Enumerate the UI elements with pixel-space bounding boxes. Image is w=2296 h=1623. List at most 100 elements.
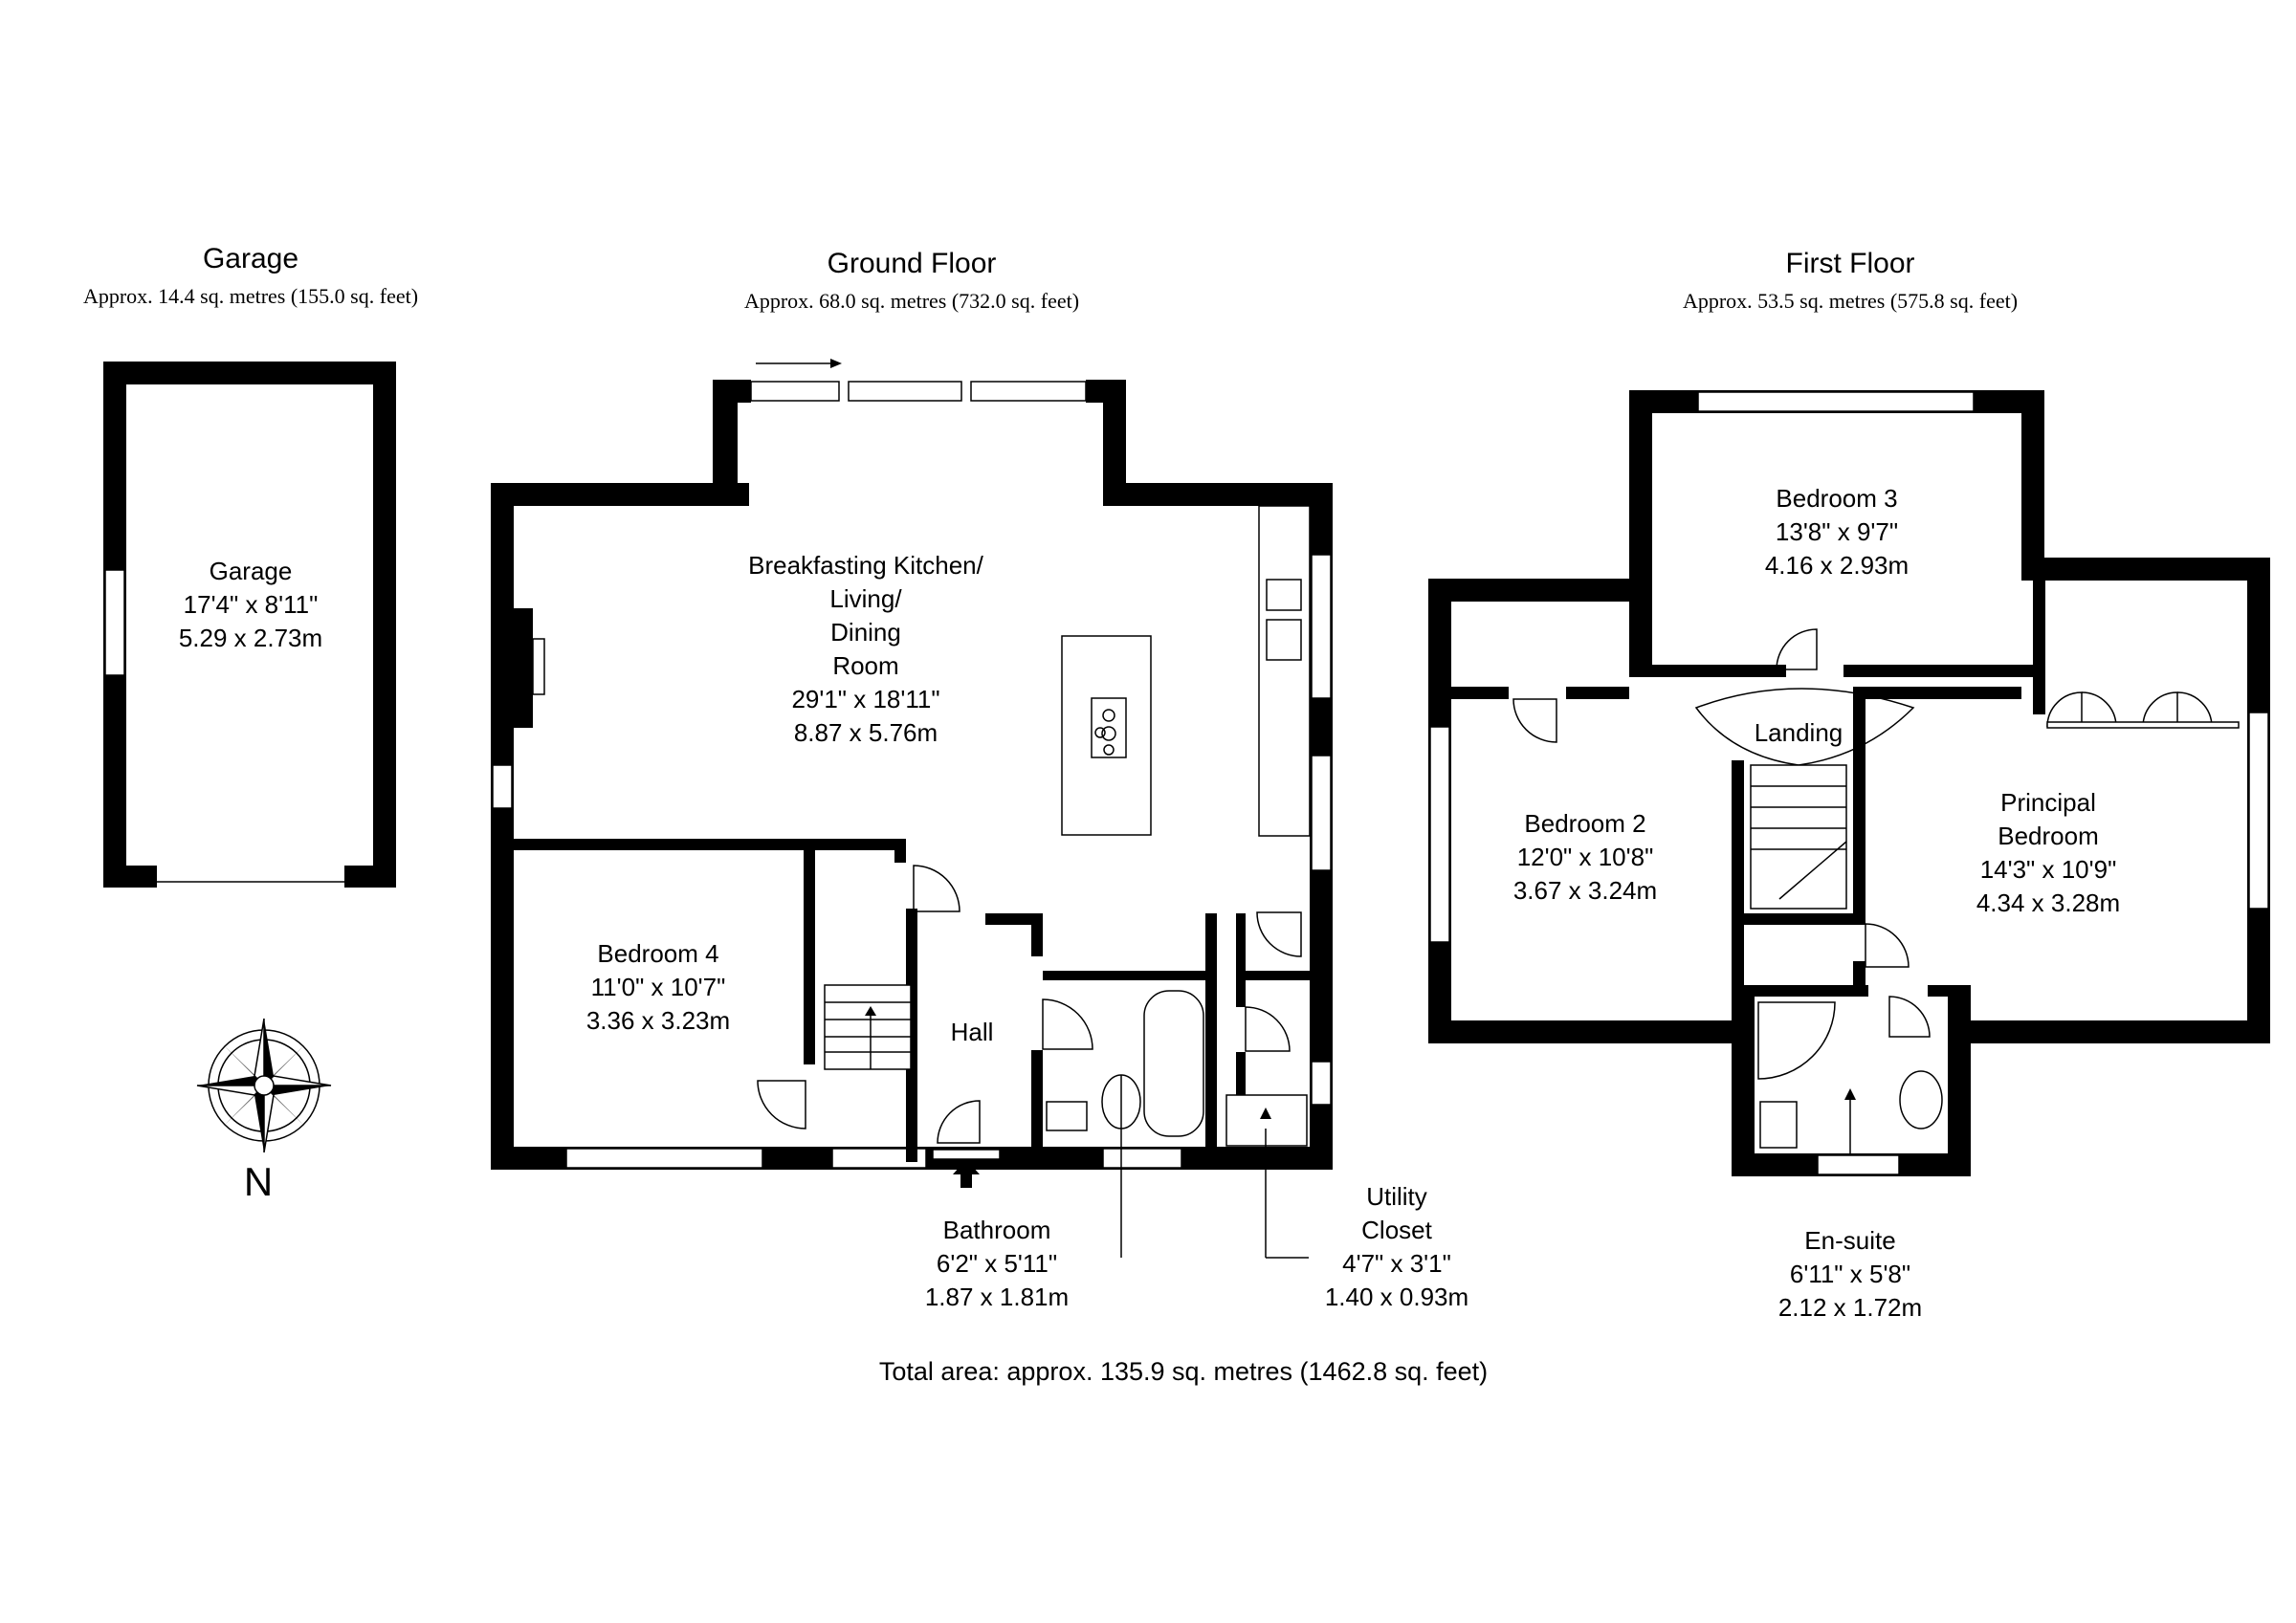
door: [1512, 698, 1557, 743]
bathtub-icon: [1143, 990, 1204, 1137]
first-floor-title: First Floor: [1786, 248, 1915, 279]
window: [1697, 391, 1975, 412]
landing-label: Landing: [1755, 718, 1843, 747]
ground-floor-plan: [491, 359, 1333, 1259]
window: [1311, 1061, 1332, 1106]
window: [848, 381, 962, 402]
garage-header: Garage Approx. 14.4 sq. metres (155.0 sq…: [83, 243, 418, 308]
hall-label: Hall: [951, 1018, 994, 1046]
door: [1042, 998, 1093, 1050]
utility-label: Utility Closet 4'7" x 3'1" 1.40 x 0.93m: [1325, 1182, 1468, 1311]
svg-text:11'0" x 10'7": 11'0" x 10'7": [591, 973, 726, 1001]
bedroom3-label: Bedroom 3 13'8" x 9'7" 4.16 x 2.93m: [1765, 484, 1909, 580]
first-floor-plan: [1428, 390, 2270, 1176]
ground-floor-header: Ground Floor Approx. 68.0 sq. metres (73…: [744, 248, 1079, 313]
door: [937, 1100, 981, 1144]
window: [565, 1148, 763, 1169]
window: [1817, 1154, 1900, 1175]
window: [1102, 1148, 1182, 1169]
landing-balustrade: [1694, 688, 1915, 766]
window: [1311, 554, 1332, 699]
ground-floor-title: Ground Floor: [828, 248, 997, 279]
basin-icon: [1046, 1101, 1088, 1131]
svg-text:Bedroom: Bedroom: [1998, 822, 2099, 850]
svg-text:Bedroom 4: Bedroom 4: [597, 939, 718, 968]
svg-text:Dining: Dining: [830, 618, 901, 647]
svg-text:13'8" x 9'7": 13'8" x 9'7": [1776, 517, 1898, 546]
svg-text:4.34 x 3.28m: 4.34 x 3.28m: [1976, 888, 2120, 917]
door: [1776, 628, 1818, 670]
window: [1311, 755, 1332, 871]
first-floor-header: First Floor Approx. 53.5 sq. metres (575…: [1683, 248, 2018, 313]
north-label: N: [244, 1159, 273, 1204]
total-area: Total area: approx. 135.9 sq. metres (14…: [879, 1357, 1488, 1386]
svg-text:Bedroom 2: Bedroom 2: [1524, 809, 1645, 838]
svg-text:Bathroom: Bathroom: [943, 1216, 1051, 1244]
compass-rose-icon: [196, 1018, 332, 1153]
front-door: [932, 1149, 1001, 1160]
window: [750, 381, 840, 402]
door: [1245, 1006, 1291, 1052]
svg-text:Breakfasting Kitchen/: Breakfasting Kitchen/: [748, 551, 983, 580]
svg-text:En-suite: En-suite: [1804, 1226, 1895, 1255]
bedroom2-label: Bedroom 2 12'0" x 10'8" 3.67 x 3.24m: [1513, 809, 1657, 905]
svg-text:14'3" x 10'9": 14'3" x 10'9": [1980, 855, 2117, 884]
garage-area: Approx. 14.4 sq. metres (155.0 sq. feet): [83, 284, 418, 308]
svg-text:2.12 x 1.72m: 2.12 x 1.72m: [1778, 1293, 1922, 1322]
bedroom4-label: Bedroom 4 11'0" x 10'7" 3.36 x 3.23m: [586, 939, 730, 1035]
window: [831, 1148, 927, 1169]
bathroom-label: Bathroom 6'2" x 5'11" 1.87 x 1.81m: [925, 1216, 1069, 1311]
svg-text:6'11" x 5'8": 6'11" x 5'8": [1790, 1260, 1910, 1288]
window: [492, 764, 513, 809]
door: [1888, 996, 1931, 1038]
svg-text:1.87 x 1.81m: 1.87 x 1.81m: [925, 1283, 1069, 1311]
svg-text:8.87 x 5.76m: 8.87 x 5.76m: [794, 718, 938, 747]
window: [1429, 726, 1450, 943]
appliance-space: [1225, 1094, 1308, 1147]
svg-text:1.40 x 0.93m: 1.40 x 0.93m: [1325, 1283, 1468, 1311]
ensuite-label: En-suite 6'11" x 5'8" 2.12 x 1.72m: [1778, 1226, 1922, 1322]
staircase: [824, 984, 912, 1070]
svg-text:Living/: Living/: [829, 584, 902, 613]
svg-text:4'7" x 3'1": 4'7" x 3'1": [1342, 1249, 1451, 1278]
first-floor-area: Approx. 53.5 sq. metres (575.8 sq. feet): [1683, 289, 2018, 313]
wardrobe-door: [2142, 691, 2178, 728]
door: [913, 865, 960, 912]
staircase: [1750, 764, 1847, 910]
svg-text:12'0" x 10'8": 12'0" x 10'8": [1517, 843, 1654, 871]
kitchen-worktop: [1258, 505, 1311, 837]
sink-icon: [1266, 579, 1302, 611]
svg-text:Closet: Closet: [1361, 1216, 1432, 1244]
fireplace: [514, 608, 533, 728]
svg-text:Bedroom 3: Bedroom 3: [1776, 484, 1897, 513]
svg-text:Utility: Utility: [1366, 1182, 1427, 1211]
entrance-arrow-icon: [953, 1159, 980, 1188]
svg-text:4.16 x 2.93m: 4.16 x 2.93m: [1765, 551, 1909, 580]
svg-text:Garage: Garage: [210, 557, 293, 585]
kitchen-label: Breakfasting Kitchen/ Living/ Dining Roo…: [748, 551, 983, 747]
svg-text:3.36 x 3.23m: 3.36 x 3.23m: [586, 1006, 730, 1035]
door: [757, 1080, 806, 1130]
svg-text:5.29 x 2.73m: 5.29 x 2.73m: [179, 624, 322, 652]
shower-icon: [1757, 1001, 1836, 1080]
toilet-icon: [1899, 1070, 1943, 1130]
svg-text:3.67 x 3.24m: 3.67 x 3.24m: [1513, 876, 1657, 905]
principal-bedroom-label: Principal Bedroom 14'3" x 10'9" 4.34 x 3…: [1976, 788, 2120, 917]
window: [2248, 712, 2269, 910]
wardrobe-door: [2046, 691, 2083, 728]
svg-text:29'1" x 18'11": 29'1" x 18'11": [791, 685, 939, 713]
svg-text:6'2" x 5'11": 6'2" x 5'11": [937, 1249, 1057, 1278]
window: [970, 381, 1087, 402]
svg-text:17'4" x 8'11": 17'4" x 8'11": [184, 590, 319, 619]
basin-icon: [1759, 1101, 1798, 1149]
garage-title: Garage: [203, 243, 298, 274]
garage-room-label: Garage 17'4" x 8'11" 5.29 x 2.73m: [179, 557, 322, 652]
ground-floor-area: Approx. 68.0 sq. metres (732.0 sq. feet): [744, 289, 1079, 313]
door: [1256, 911, 1302, 957]
window: [104, 569, 125, 676]
hob-icon: [1091, 697, 1127, 758]
door: [1865, 923, 1910, 968]
garage-plan: [103, 362, 396, 888]
svg-text:Room: Room: [832, 651, 898, 680]
